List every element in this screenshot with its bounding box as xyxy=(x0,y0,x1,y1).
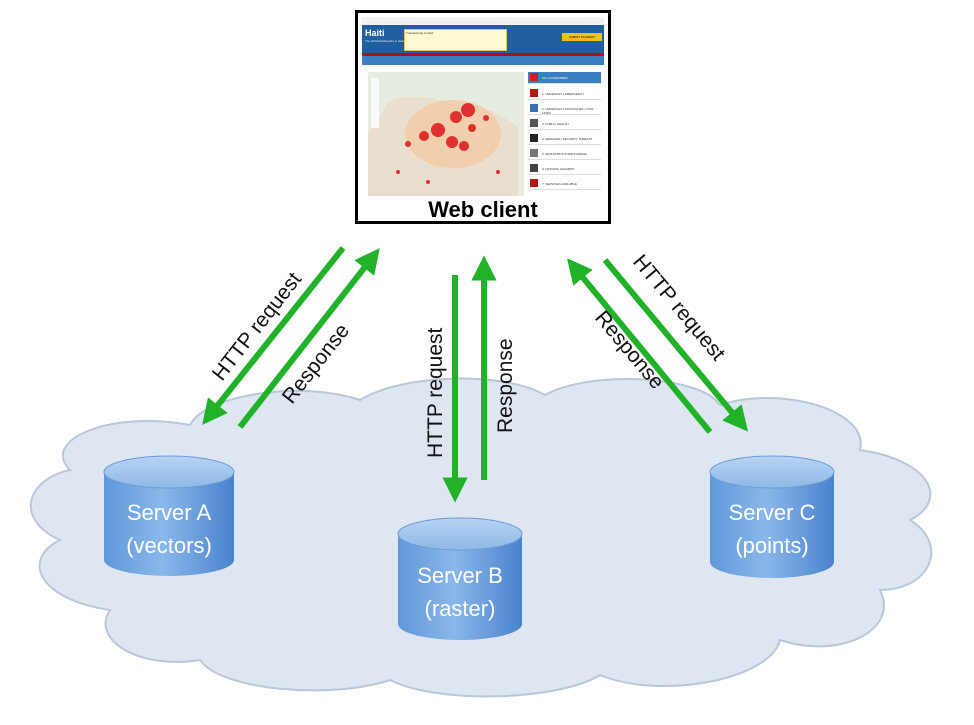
mini-notice: Transitioning to Haiti xyxy=(404,29,507,51)
mini-notice-title: Transitioning to Haiti xyxy=(406,31,434,35)
mini-nav-item: GET ALERTS xyxy=(453,66,472,70)
server-c-name: Server C xyxy=(729,500,816,525)
mini-category-item: 5. INFRASTRUCTURE DAMAGE xyxy=(528,148,601,160)
mini-category-item: ALL CATEGORIES xyxy=(528,72,601,84)
server-c-cylinder-icon xyxy=(709,455,835,578)
label-b-request: HTTP request xyxy=(424,328,447,458)
mini-nav: HOME REPORTS SUBMIT INCIDENT GET ALERTS … xyxy=(362,56,604,70)
mini-category-list: ALL CATEGORIES 1. URGENCES | EMERGENCY 2… xyxy=(528,72,601,196)
server-a-kind: (vectors) xyxy=(126,533,212,558)
mini-category-item: 6. NATURAL HAZARDS xyxy=(528,163,601,175)
arrow-a-request xyxy=(202,246,346,425)
mini-category-item: 3. PUBLIC HEALTH xyxy=(528,118,601,130)
server-a-name: Server A xyxy=(127,500,212,525)
label-b-response: Response xyxy=(494,338,517,433)
mini-nav-item: HOW TO HELP xyxy=(515,66,537,70)
server-b-name: Server B xyxy=(417,563,503,588)
mini-nav-item: ABOUT xyxy=(549,66,560,70)
server-b-kind: (raster) xyxy=(425,596,496,621)
mini-red-rule xyxy=(362,53,604,56)
mini-submit-button: SUBMIT INCIDENT xyxy=(562,33,602,41)
mini-map xyxy=(368,72,524,196)
server-a-cylinder-icon xyxy=(103,455,235,576)
mini-nav-item: SUBMIT INCIDENT xyxy=(414,66,441,70)
mini-nav-item: HOME xyxy=(366,66,375,70)
mini-nav-item: CONTACT US xyxy=(483,66,504,70)
arrow-c-request xyxy=(602,258,749,432)
arrow-a-response xyxy=(237,248,380,429)
mini-map-graphic xyxy=(368,72,524,196)
mini-category-item: 4. MENACES | SECURITY THREATS xyxy=(528,133,601,145)
mini-nav-item: REPORTS xyxy=(387,66,402,70)
mini-site-title: Haiti xyxy=(365,28,385,38)
server-b-cylinder-icon xyxy=(397,517,523,640)
mini-category-item: 7. SERVICES AVAILABLE xyxy=(528,178,601,190)
web-client: Haiti The 2010 Earthquake in Haiti Trans… xyxy=(355,10,611,224)
web-client-label: Web client xyxy=(428,197,538,222)
web-client-screenshot: Haiti The 2010 Earthquake in Haiti Trans… xyxy=(362,17,604,197)
arrow-c-response xyxy=(566,258,713,434)
mini-category-item: 2. URGENCES LOGISTIQUES | VITAL LINES xyxy=(528,103,601,115)
mini-category-item: 1. URGENCES | EMERGENCY xyxy=(528,88,601,100)
mini-site-subtitle: The 2010 Earthquake in Haiti xyxy=(365,39,404,43)
mini-topbar xyxy=(362,17,604,25)
label-a-request: HTTP request xyxy=(208,268,306,385)
server-c-kind: (points) xyxy=(735,533,808,558)
